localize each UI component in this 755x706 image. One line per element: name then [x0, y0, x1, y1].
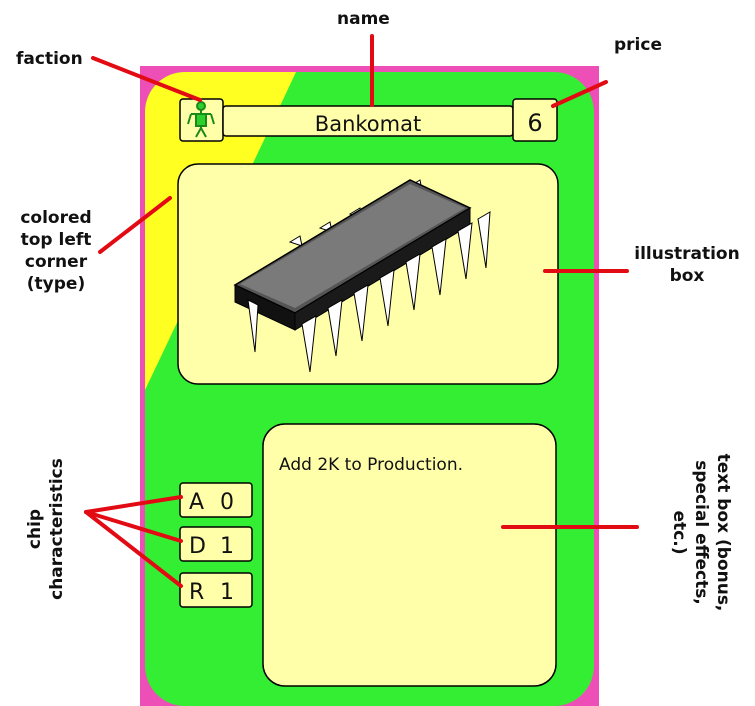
annotation-corner-line-2: top left: [20, 230, 92, 250]
faction-figure-icon: [187, 101, 215, 138]
card-text: Add 2K to Production.: [279, 455, 463, 475]
annotation-illustration: illustration box: [623, 243, 751, 287]
price-box: [512, 98, 558, 142]
chip-arrow-d: [84, 510, 183, 543]
annotation-arrows: [84, 34, 639, 588]
stat-d: D 1: [179, 526, 253, 562]
annotation-corner-line-4: (type): [26, 274, 86, 294]
chip-illustration: [233, 179, 491, 373]
text-box: [262, 423, 557, 687]
annotation-textbox-line-3: etc.): [669, 510, 689, 555]
stat-a: A 0: [179, 482, 253, 518]
chip-arrow-a: [84, 495, 183, 514]
annotation-price: price: [614, 35, 662, 55]
annotation-chip: chip characteristics: [24, 454, 70, 604]
annotation-corner-line-3: corner: [24, 252, 88, 272]
stat-a-value: 0: [220, 490, 234, 515]
annotation-corner: colored top left corner (type): [10, 207, 102, 295]
annotation-textbox: text box (bonus, special effects, etc.): [664, 420, 734, 645]
annotation-illustration-line-1: illustration: [634, 244, 740, 264]
faction-arrow: [91, 56, 202, 102]
stat-r-value: 1: [220, 580, 234, 605]
annotation-faction: faction: [16, 49, 83, 69]
chip-arrow-r: [84, 510, 183, 588]
stat-d-value: 1: [220, 534, 234, 559]
card-name: Bankomat: [315, 112, 421, 136]
annotation-illustration-line-2: box: [669, 266, 705, 286]
card-price: 6: [527, 109, 542, 137]
annotation-textbox-line-1: text box (bonus,: [713, 453, 733, 612]
annotation-name: name: [337, 9, 390, 29]
annotation-chip-line-2: characteristics: [47, 458, 67, 600]
stat-d-label: D: [189, 534, 206, 559]
price-arrow: [551, 80, 608, 108]
faction-box: [179, 98, 224, 142]
annotation-corner-line-1: colored: [20, 208, 92, 228]
annotation-chip-line-1: chip: [25, 508, 45, 550]
stat-r-label: R: [189, 580, 204, 605]
stat-a-label: A: [189, 490, 204, 515]
stat-r: R 1: [179, 572, 253, 608]
corner-arrow: [98, 196, 172, 254]
annotation-textbox-line-2: special effects,: [691, 460, 711, 605]
